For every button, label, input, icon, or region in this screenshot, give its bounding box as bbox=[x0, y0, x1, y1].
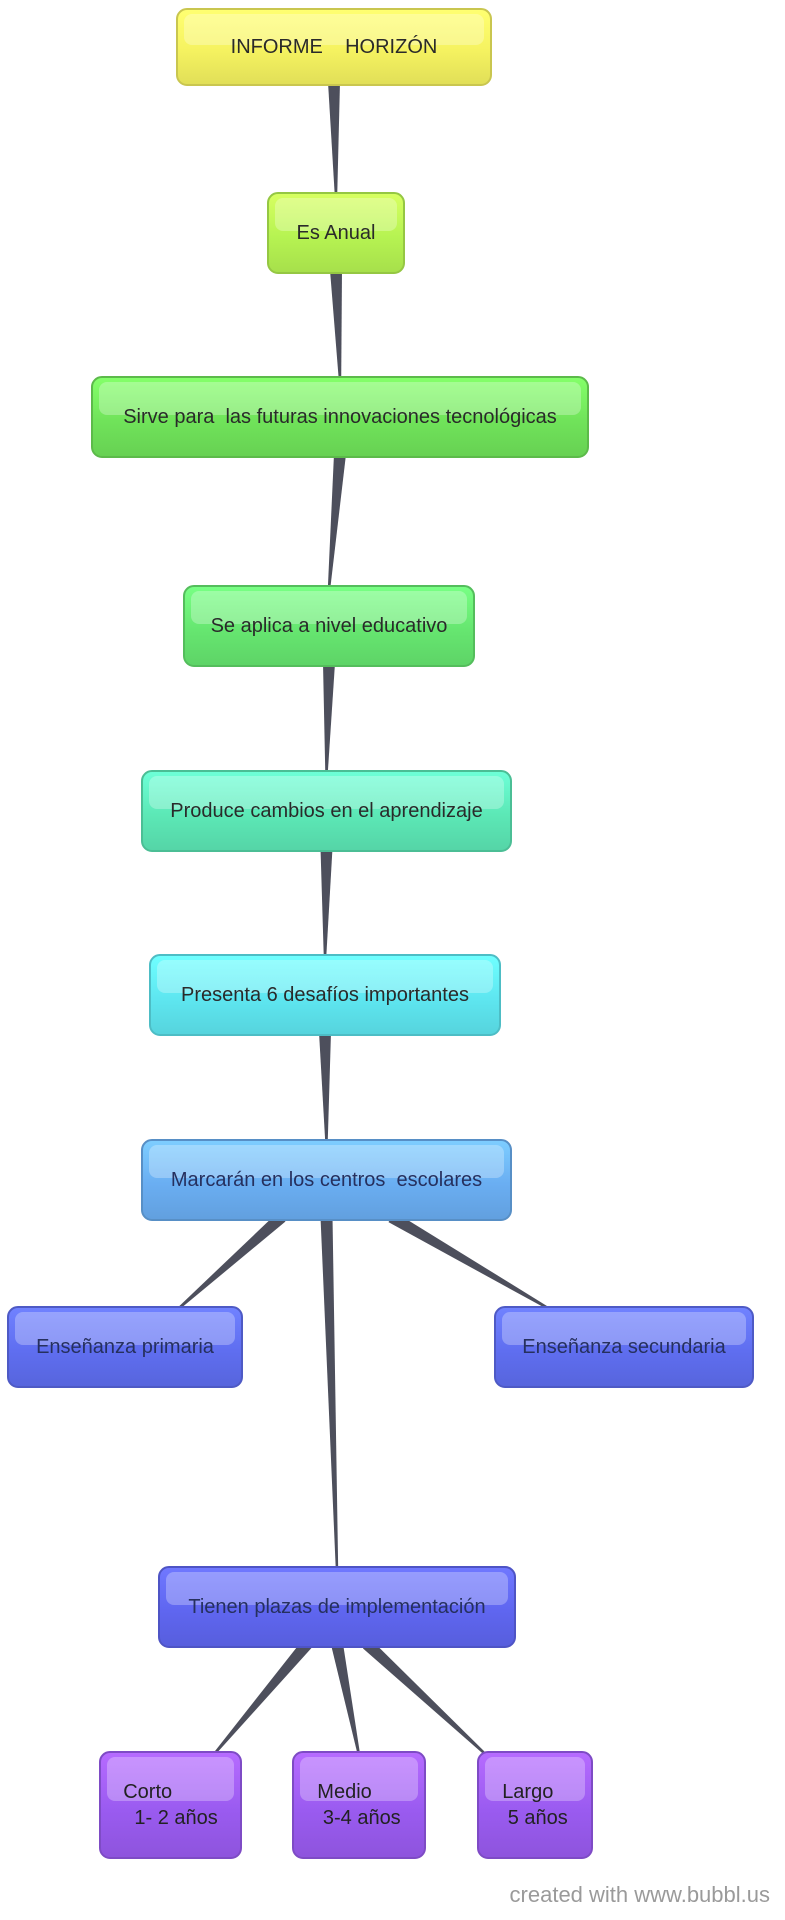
connector-produce-presenta bbox=[320, 847, 333, 959]
node-marcaran[interactable]: Marcarán en los centros escolares bbox=[141, 1139, 512, 1221]
connector-marcaran-secundaria bbox=[388, 1211, 552, 1312]
connector-sirve-aplica bbox=[327, 453, 346, 590]
node-label: INFORME HORIZÓN bbox=[230, 36, 438, 58]
connector-aplica-produce bbox=[323, 662, 335, 775]
connector-presenta-marcaran bbox=[319, 1031, 331, 1144]
connector-marcaran-primaria bbox=[176, 1212, 286, 1311]
node-corto[interactable]: Corto 1- 2 años bbox=[99, 1751, 242, 1859]
node-label: Presenta 6 desafíos importantes bbox=[181, 984, 469, 1006]
node-label: Se aplica a nivel educativo bbox=[210, 615, 448, 637]
node-label: Tienen plazas de implementación bbox=[188, 1596, 486, 1618]
node-label: Enseñanza primaria bbox=[36, 1336, 214, 1358]
connector-marcaran-plazas bbox=[320, 1216, 339, 1571]
node-plazas-implementacion[interactable]: Tienen plazas de implementación bbox=[158, 1566, 516, 1648]
connector-plazas-corto bbox=[212, 1640, 312, 1756]
connector-plazas-medio bbox=[331, 1642, 361, 1756]
node-informe-horizon[interactable]: INFORME HORIZÓN bbox=[176, 8, 492, 86]
connector-anual-sirve bbox=[330, 269, 342, 381]
node-es-anual[interactable]: Es Anual bbox=[267, 192, 405, 274]
node-ensenanza-secundaria[interactable]: Enseñanza secundaria bbox=[494, 1306, 754, 1388]
node-presenta-desafios[interactable]: Presenta 6 desafíos importantes bbox=[149, 954, 501, 1036]
node-medio[interactable]: Medio 3-4 años bbox=[292, 1751, 426, 1859]
node-ensenanza-primaria[interactable]: Enseñanza primaria bbox=[7, 1306, 243, 1388]
node-label: Sirve para las futuras innovaciones tecn… bbox=[123, 406, 557, 428]
node-produce-cambios[interactable]: Produce cambios en el aprendizaje bbox=[141, 770, 512, 852]
node-label: Medio 3-4 años bbox=[317, 1781, 401, 1829]
node-label: Marcarán en los centros escolares bbox=[170, 1169, 483, 1191]
connector-plazas-largo bbox=[362, 1639, 488, 1756]
node-label: Produce cambios en el aprendizaje bbox=[170, 800, 483, 822]
node-label: Corto 1- 2 años bbox=[123, 1781, 218, 1829]
connector-informe-anual bbox=[328, 81, 340, 197]
node-se-aplica[interactable]: Se aplica a nivel educativo bbox=[183, 585, 475, 667]
credit-text[interactable]: created with www.bubbl.us bbox=[509, 1882, 770, 1907]
node-label: Largo 5 años bbox=[502, 1781, 568, 1829]
node-sirve-para[interactable]: Sirve para las futuras innovaciones tecn… bbox=[91, 376, 589, 458]
node-label: Es Anual bbox=[296, 222, 376, 244]
node-label: Enseñanza secundaria bbox=[522, 1336, 726, 1358]
node-largo[interactable]: Largo 5 años bbox=[477, 1751, 593, 1859]
